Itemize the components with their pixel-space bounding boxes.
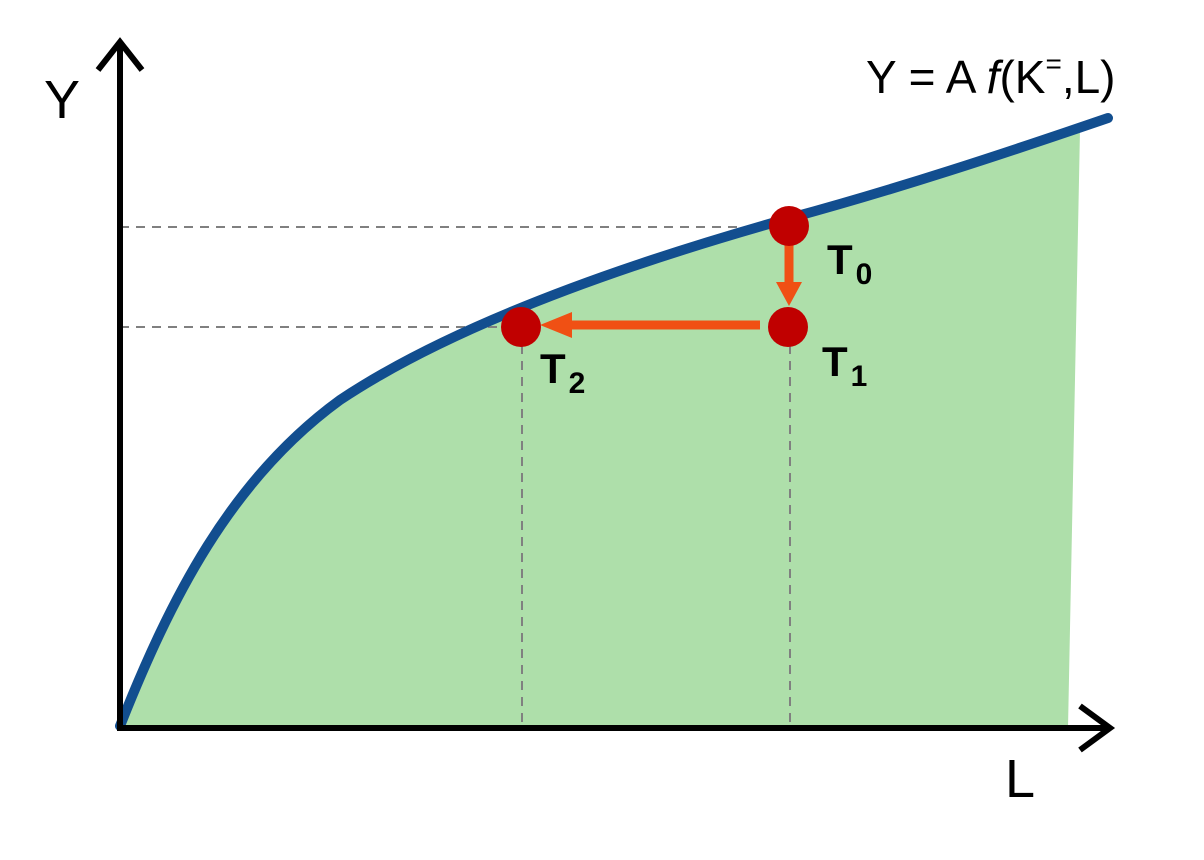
curve-label-sup: = [1045, 48, 1061, 79]
arrow-t1-to-t2-head [540, 312, 572, 338]
x-axis-arrowhead [1078, 703, 1116, 753]
production-curve [115, 113, 1113, 731]
y-axis-arrowhead [95, 37, 145, 72]
curve-label-suffix: ,L) [1062, 51, 1116, 103]
production-area [120, 130, 1080, 728]
curve-label-func: f [987, 51, 1004, 103]
point-t0 [769, 206, 809, 246]
curve-label: Y = A f(K=,L) [866, 48, 1116, 103]
curve-label-prefix: Y = A [866, 51, 987, 103]
curve-label-args: (K [999, 51, 1045, 103]
x-axis-label: L [1005, 749, 1035, 809]
point-t1 [768, 307, 808, 347]
point-t2 [501, 307, 541, 347]
arrow-t0-to-t1-head [776, 282, 802, 306]
y-axis-label: Y [44, 70, 80, 130]
